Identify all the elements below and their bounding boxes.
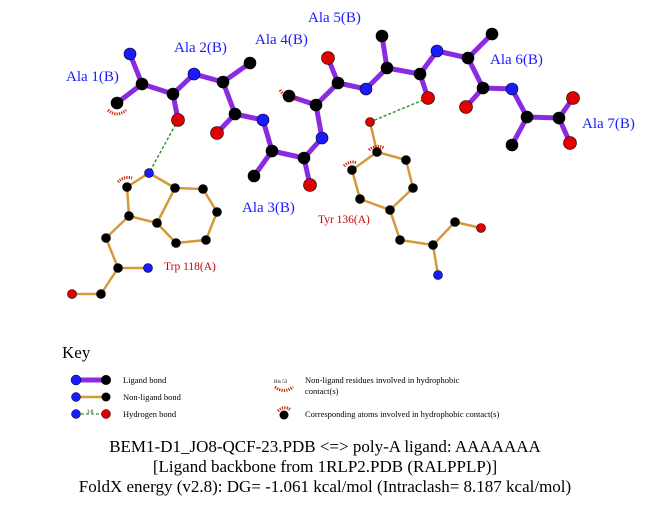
key: Key Ligand bond Non-ligand bond 3.0 Hydr… [62,343,499,420]
key-hydrophobic-residues-label: Non-ligand residues involved in hydropho… [305,375,460,385]
key-hydrophobic-atom-symbol [276,406,292,420]
nonligand-bonds [70,120,483,296]
label-ala6: Ala 6(B) [490,52,543,68]
key-nonligand-bond-symbol [71,392,111,402]
label-ala7: Ala 7(B) [582,116,635,132]
atoms [67,27,580,299]
caption-line1: BEM1-D1_JO8-QCF-23.PDB <=> poly-A ligand… [109,437,541,456]
label-ala5: Ala 5(B) [308,10,361,26]
key-nonligand-bond-label: Non-ligand bond [123,392,182,402]
key-hbond-length: 3.0 [87,410,94,415]
label-ala1: Ala 1(B) [66,69,119,85]
key-ligand-bond-label: Ligand bond [123,375,167,385]
label-trp118: Trp 118(A) [164,261,216,273]
label-ala2: Ala 2(B) [174,40,227,56]
hydrogen-bonds [148,97,429,174]
label-ala3: Ala 3(B) [242,200,295,216]
key-example-residue: His 53 [274,380,288,385]
key-ligand-bond-symbol [70,374,111,386]
label-ala4: Ala 4(B) [255,32,308,48]
caption-line2: [Ligand backbone from 1RLP2.PDB (RALPPLP… [153,457,497,476]
key-hydrophobic-residues-label-2: contact(s) [305,386,339,396]
key-hydrophobic-residue-symbol: His 53 [274,380,294,392]
key-hydrogen-bond-symbol: 3.0 [71,409,111,419]
key-hydrogen-bond-label: Hydrogen bond [123,409,177,419]
hydrophobic-contacts [107,89,385,184]
key-hydrophobic-atoms-label: Corresponding atoms involved in hydropho… [305,409,499,419]
caption-line3: FoldX energy (v2.8): DG= -1.061 kcal/mol… [79,477,571,496]
label-tyr136: Tyr 136(A) [318,214,370,226]
key-title: Key [62,343,91,362]
